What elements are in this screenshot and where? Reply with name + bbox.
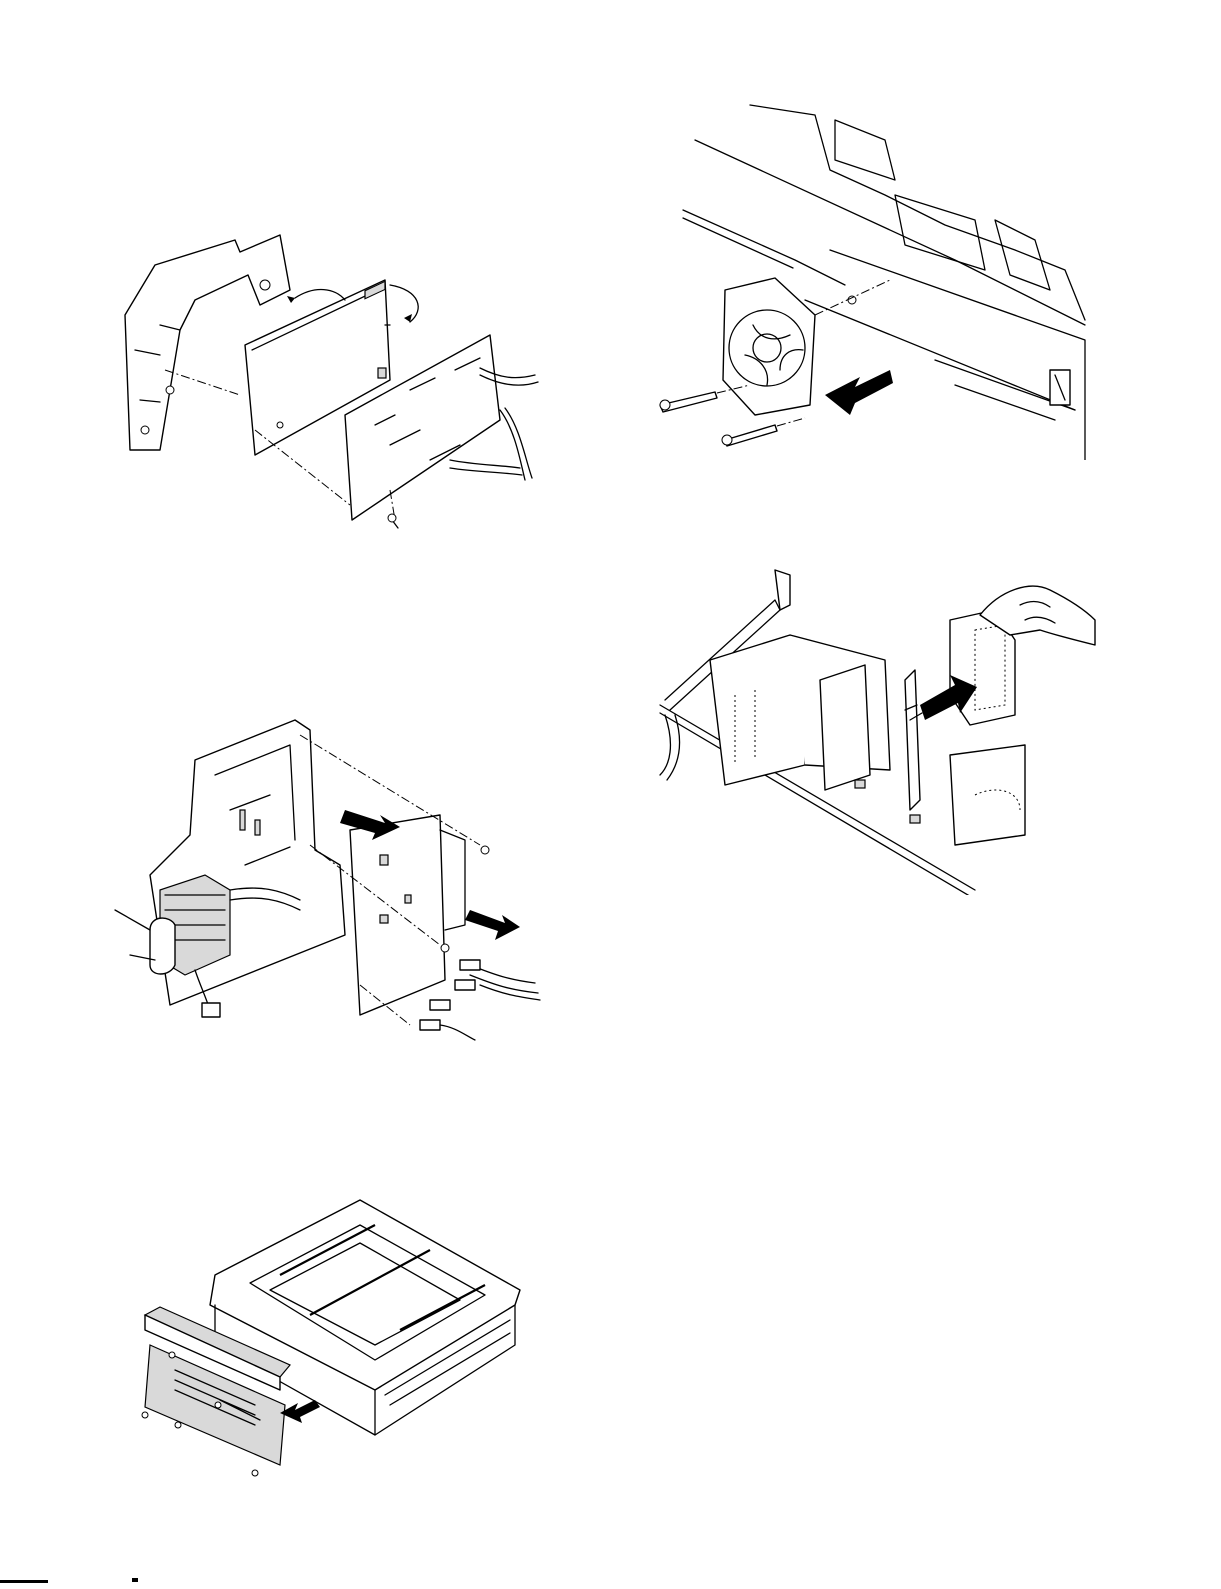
figure-power-supply-pcb-removal <box>110 715 550 1045</box>
power-supply-pcb-exploded-icon <box>110 715 550 1045</box>
figure-pcb-bracket-removal <box>120 230 550 530</box>
footer-tick <box>132 1578 138 1582</box>
front-cover-exploded-icon <box>130 1195 525 1480</box>
footer-rule <box>0 1580 48 1583</box>
exploded-pcb-bracket-icon <box>120 230 550 530</box>
figure-filter-installation <box>655 565 1100 895</box>
filter-insertion-hand-icon <box>655 565 1100 895</box>
figure-cooling-fan-removal <box>655 100 1095 460</box>
cooling-fan-exploded-icon <box>655 100 1095 460</box>
figure-front-cover-removal <box>130 1195 525 1480</box>
